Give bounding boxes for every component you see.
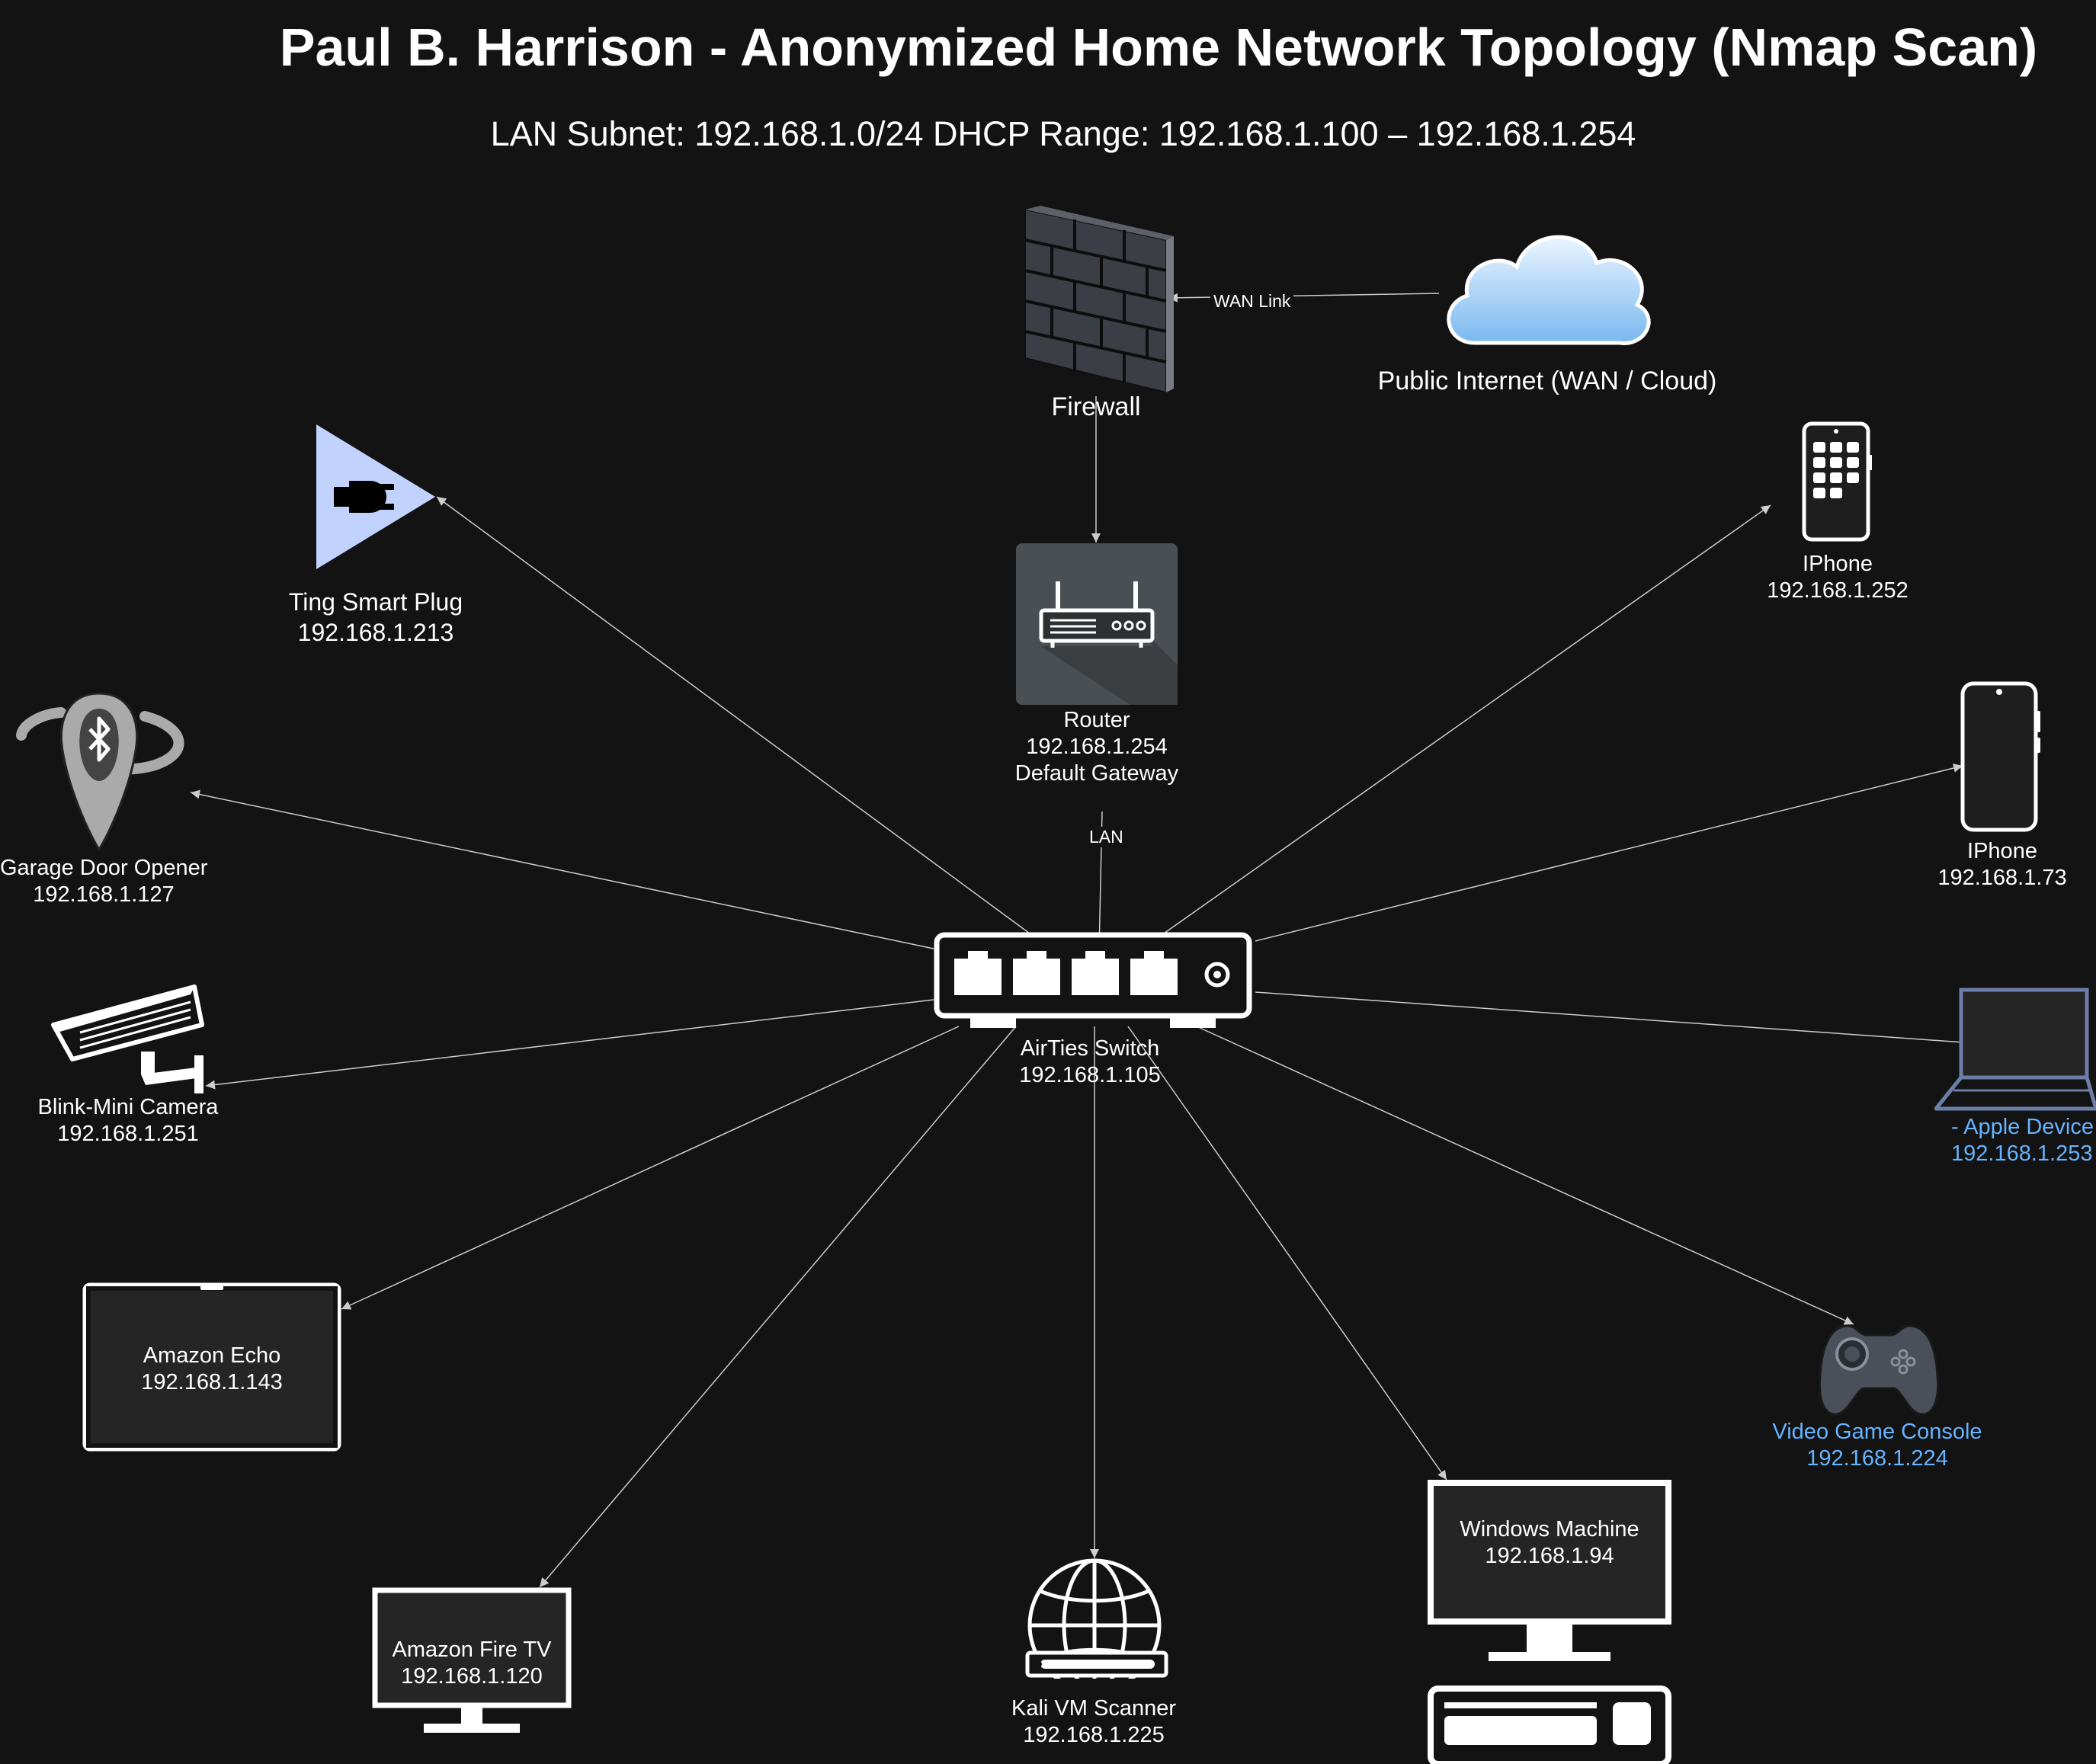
edge-switch-to-apple bbox=[1255, 991, 2072, 1055]
plug-icon bbox=[316, 424, 435, 569]
edge-internet-to-firewall bbox=[1168, 293, 1440, 303]
diagram-title: Paul B. Harrison - Anonymized Home Netwo… bbox=[279, 18, 2038, 77]
edge-switch-to-console bbox=[1196, 1026, 1854, 1325]
camera-name: Blink-Mini Camera bbox=[37, 1095, 219, 1119]
brick-wall-icon bbox=[1024, 206, 1174, 394]
smart-plug-name: Ting Smart Plug bbox=[288, 588, 463, 616]
firetv-ip: 192.168.1.120 bbox=[401, 1664, 543, 1689]
iphone2-name: IPhone bbox=[1967, 839, 2037, 863]
console-name: Video Game Console bbox=[1772, 1420, 1982, 1444]
monitor-icon bbox=[372, 1587, 572, 1733]
iphone1-label: IPhone 192.168.1.252 bbox=[1723, 551, 1952, 604]
diagram-subtitle: LAN Subnet: 192.168.1.0/24 DHCP Range: 1… bbox=[490, 114, 1636, 153]
edge-switch-to-windows bbox=[1127, 1026, 1447, 1481]
garage-label: Garage Door Opener 192.168.1.127 bbox=[0, 855, 207, 908]
gamepad-icon bbox=[1818, 1324, 1940, 1416]
edge-switch-to-firetv bbox=[539, 1026, 1017, 1588]
iphone1-ip: 192.168.1.252 bbox=[1767, 578, 1909, 603]
iphone1-name: IPhone bbox=[1803, 552, 1873, 576]
firetv-name: Amazon Fire TV bbox=[392, 1638, 552, 1662]
edge-switch-to-camera bbox=[205, 999, 934, 1090]
router-icon bbox=[1016, 543, 1178, 705]
edge-switch-to-echo bbox=[341, 1026, 960, 1310]
switch-label: AirTies Switch 192.168.1.105 bbox=[976, 1036, 1204, 1089]
camera-ip: 192.168.1.251 bbox=[57, 1122, 199, 1146]
router-ip: 192.168.1.254 bbox=[1026, 735, 1168, 759]
laptop-icon bbox=[1934, 988, 2096, 1111]
kali-name: Kali VM Scanner bbox=[1011, 1696, 1176, 1721]
edge-label-wan-link: WAN Link bbox=[1210, 291, 1294, 312]
apple-ip: 192.168.1.253 bbox=[1951, 1141, 2093, 1166]
apple-label: - Apple Device 192.168.1.253 bbox=[1951, 1114, 2094, 1167]
echo-label: Amazon Echo 192.168.1.143 bbox=[98, 1343, 326, 1396]
firewall-label: Firewall bbox=[1051, 392, 1141, 421]
edge-switch-to-smart_plug bbox=[436, 496, 1034, 936]
bluetooth-fob-icon bbox=[16, 692, 184, 852]
smart-plug-label: Ting Smart Plug 192.168.1.213 bbox=[261, 587, 490, 648]
garage-ip: 192.168.1.127 bbox=[33, 882, 175, 907]
tablet-icon bbox=[82, 1282, 341, 1452]
switch-name: AirTies Switch bbox=[1020, 1036, 1160, 1061]
firetv-label: Amazon Fire TV 192.168.1.120 bbox=[357, 1637, 586, 1690]
console-ip: 192.168.1.224 bbox=[1806, 1446, 1948, 1471]
smartphone-icon bbox=[1960, 681, 2040, 832]
kali-ip: 192.168.1.225 bbox=[1023, 1723, 1165, 1747]
windows-label: Windows Machine 192.168.1.94 bbox=[1435, 1516, 1664, 1570]
network-switch-icon bbox=[934, 932, 1252, 1028]
globe-server-icon bbox=[1025, 1558, 1168, 1679]
router-name: Router bbox=[1063, 708, 1130, 732]
iphone2-ip: 192.168.1.73 bbox=[1937, 866, 2067, 890]
cloud-icon bbox=[1447, 235, 1651, 345]
switch-ip: 192.168.1.105 bbox=[1019, 1063, 1161, 1087]
desktop-computer-icon bbox=[1428, 1480, 1671, 1764]
windows-name: Windows Machine bbox=[1460, 1517, 1639, 1541]
internet-label: Public Internet (WAN / Cloud) bbox=[1377, 367, 1717, 395]
smart-plug-ip: 192.168.1.213 bbox=[297, 619, 454, 646]
garage-name: Garage Door Opener bbox=[0, 856, 208, 880]
iphone2-label: IPhone 192.168.1.73 bbox=[1888, 838, 2096, 892]
router-label: Router 192.168.1.254 Default Gateway bbox=[982, 707, 1211, 787]
echo-ip: 192.168.1.143 bbox=[141, 1370, 283, 1394]
router-role: Default Gateway bbox=[1014, 761, 1179, 786]
edge-switch-to-iphone2 bbox=[1255, 764, 1963, 942]
security-camera-icon bbox=[51, 984, 204, 1093]
edge-label-lan: LAN bbox=[1086, 827, 1127, 847]
echo-name: Amazon Echo bbox=[143, 1343, 281, 1368]
edge-switch-to-iphone1 bbox=[1163, 504, 1771, 934]
camera-label: Blink-Mini Camera 192.168.1.251 bbox=[14, 1094, 242, 1148]
console-label: Video Game Console 192.168.1.224 bbox=[1763, 1419, 1992, 1472]
keypad-phone-icon bbox=[1802, 421, 1872, 542]
windows-ip: 192.168.1.94 bbox=[1485, 1544, 1614, 1568]
apple-name: - Apple Device bbox=[1951, 1115, 2094, 1139]
edge-switch-to-garage bbox=[190, 789, 934, 949]
kali-label: Kali VM Scanner 192.168.1.225 bbox=[979, 1695, 1208, 1749]
